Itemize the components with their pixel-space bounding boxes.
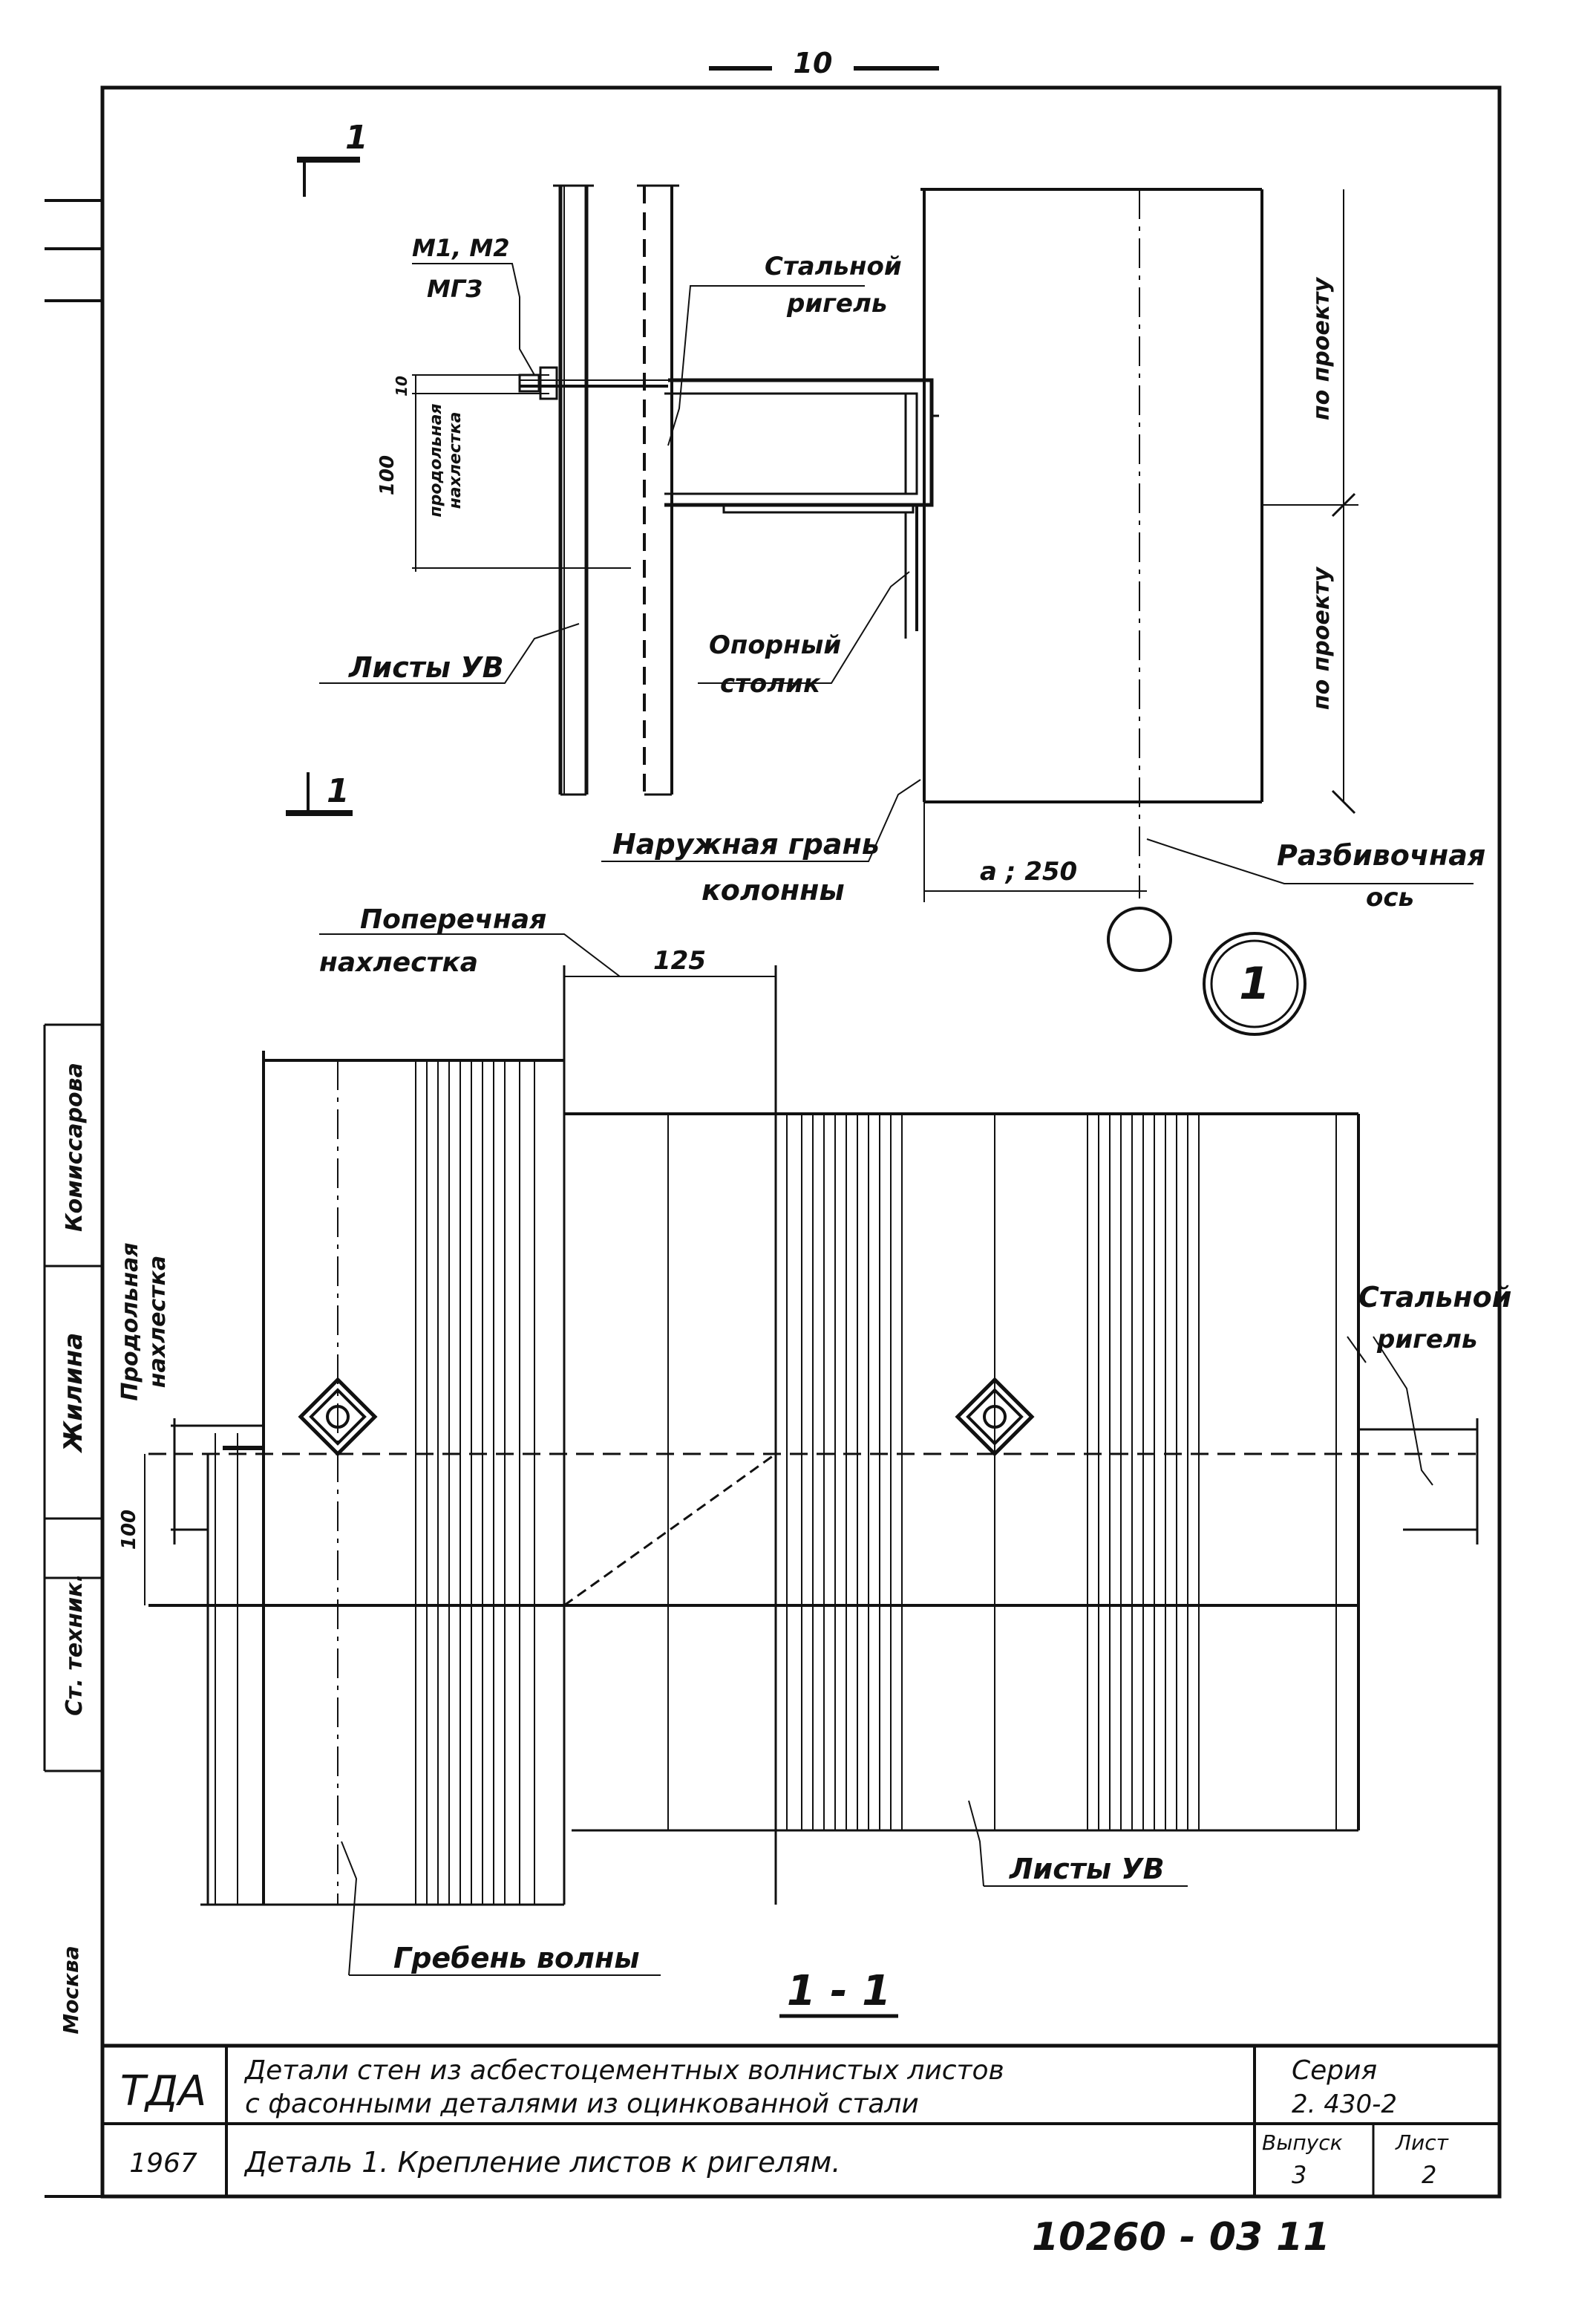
fastener-right [955,1377,1035,1457]
dim-125: 125 [653,946,706,976]
long-overlap-side-1: Продольная [117,1242,143,1400]
sidebar-name: Комиссарова [62,1063,88,1232]
transverse-overlap-2: нахлестка [319,947,478,978]
sidebar-role: Ст. техник. [62,1573,88,1716]
sheet-value: 2 [1422,2161,1436,2189]
dim-10: 10 [393,376,411,397]
dim-100-side: 100 [118,1510,140,1550]
by-project-2: по проекту [1309,566,1335,710]
section-mark-bottom: 1 [327,772,350,810]
fasteners-label-2: МГЗ [427,275,483,303]
drawing-frame [100,85,1502,2199]
long-overlap-top-2: нахлестка [446,412,465,509]
long-overlap-side-2: нахлестка [145,1256,171,1388]
steel-girder-right-1: Стальной [1358,1281,1511,1314]
support-table-1: Опорный [709,630,841,660]
layout-axis-1: Разбивочная [1277,839,1485,872]
issue-value: 3 [1292,2161,1306,2189]
series-value: 2. 430-2 [1292,2090,1397,2119]
issue-label: Выпуск [1262,2130,1343,2155]
dim-100-top: 100 [376,455,399,495]
section-title: 1 - 1 [787,1967,891,2015]
year: 1967 [129,2148,197,2179]
title-line-2: с фасонными деталями из оцинкованной ста… [245,2089,919,2119]
fastener-left [298,1377,378,1457]
outer-face-2: колонны [701,874,845,907]
long-overlap-top-1: продольная [427,403,445,517]
series-label: Серия [1292,2055,1377,2086]
sidebar-city: Москва [59,1945,83,2034]
dim-a-250: а ; 250 [980,857,1077,887]
steel-girder-top-2: ригель [786,289,887,319]
sheets-uv-top: Листы УВ [348,651,504,684]
page-number: 10 [794,47,833,79]
org-logo: ТДА [120,2067,206,2116]
sheets-uv-bottom: Листы УВ [1009,1853,1165,1885]
wave-crest: Гребень волны [393,1942,640,1974]
stamp-number: 10260 - 03 11 [1032,2215,1330,2260]
support-table-2: столик [720,669,821,699]
detail-callout: 1 [1239,958,1270,1010]
section-mark-top: 1 [345,119,368,157]
steel-girder-top-1: Стальной [765,252,902,281]
outer-face-1: Наружная грань [612,828,880,861]
by-project-1: по проекту [1309,276,1335,420]
transverse-overlap-1: Поперечная [360,904,546,935]
title-line-1: Детали стен из асбестоцементных волнисты… [243,2055,1004,2086]
detail-title: Деталь 1. Крепление листов к ригелям. [243,2146,840,2179]
sidebar-signature: Жилина [59,1333,88,1454]
layout-axis-2: ось [1366,883,1414,913]
steel-girder-right-2: ригель [1376,1325,1477,1354]
sheet-label: Лист [1395,2130,1449,2155]
fasteners-label-1: М1, М2 [412,234,510,262]
